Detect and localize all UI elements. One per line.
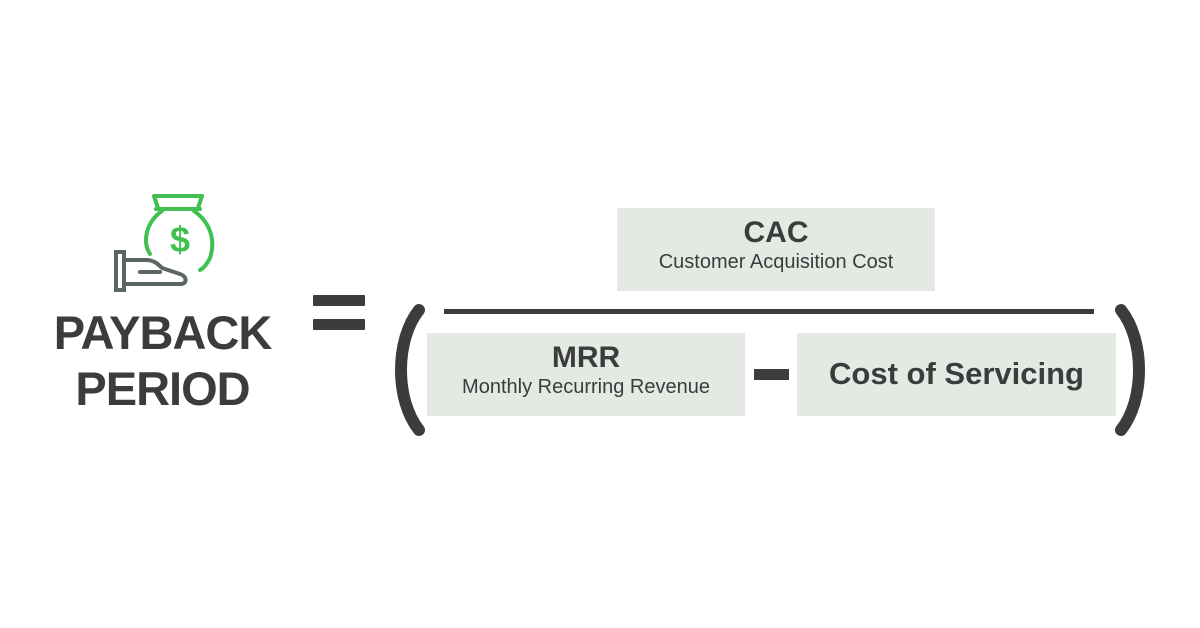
mrr-title: MRR — [551, 341, 621, 374]
left-parenthesis — [385, 300, 425, 440]
cac-title: CAC — [743, 216, 809, 249]
minus-sign — [754, 369, 789, 380]
equals-bar-top — [313, 295, 365, 306]
title-line-1: PAYBACK — [53, 306, 273, 359]
cac-box: CAC Customer Acquisition Cost — [617, 208, 935, 291]
equals-bar-bottom — [313, 319, 365, 330]
cost-of-servicing-title: Cost of Servicing — [829, 356, 1084, 391]
cost-of-servicing-box: Cost of Servicing — [797, 333, 1116, 416]
mrr-box: MRR Monthly Recurring Revenue — [427, 333, 745, 416]
dollar-symbol: $ — [170, 219, 190, 260]
title-line-2: PERIOD — [75, 362, 250, 415]
money-bag-hand-icon: $ — [110, 190, 220, 295]
cac-subtitle: Customer Acquisition Cost — [658, 251, 894, 273]
fraction-line — [444, 309, 1094, 314]
right-parenthesis — [1115, 300, 1155, 440]
payback-period-title: PAYBACK PERIOD — [20, 305, 305, 417]
mrr-subtitle: Monthly Recurring Revenue — [462, 376, 710, 398]
equals-sign — [313, 295, 365, 335]
